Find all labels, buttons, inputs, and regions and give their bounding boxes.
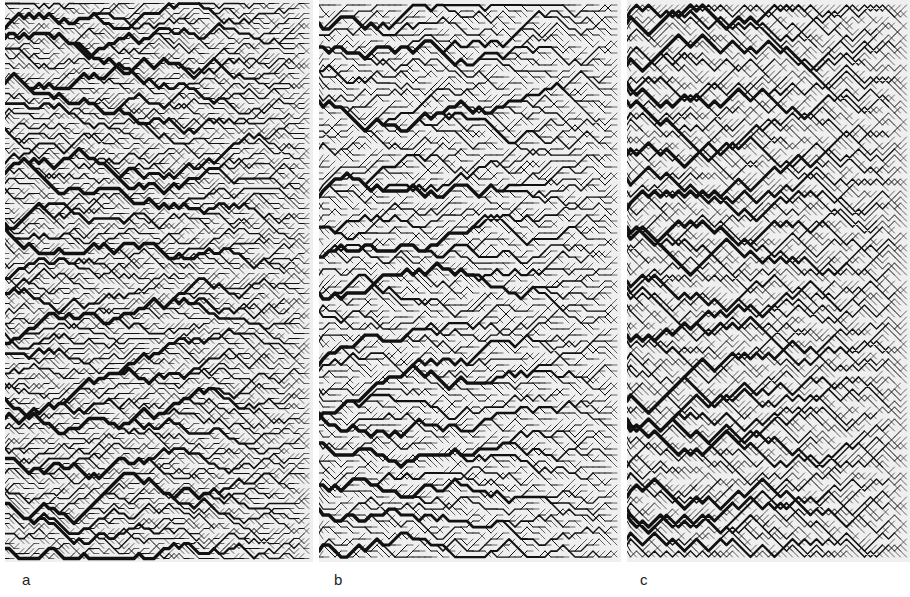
panel-ground	[319, 0, 621, 562]
channel-segments	[627, 5, 907, 557]
channel-segments	[627, 5, 847, 557]
panel-letter: c	[640, 572, 648, 587]
channel-segments	[319, 5, 611, 557]
panel-letter: a	[22, 572, 30, 587]
drainage-network-b	[319, 0, 621, 562]
channel-segments	[319, 5, 593, 557]
channel-segments	[627, 5, 901, 557]
channel-segments	[319, 5, 587, 557]
channel-segments	[319, 5, 605, 557]
panel-ground	[5, 0, 313, 562]
channel-segments	[5, 14, 209, 559]
channel-segments	[323, 23, 521, 545]
channel-segments	[627, 5, 721, 497]
drainage-network-a	[5, 0, 313, 562]
channel-segments	[627, 5, 895, 557]
channel-segments	[319, 5, 617, 557]
panel-letter: b	[334, 572, 342, 587]
panel-ground	[627, 0, 910, 562]
channel-segments	[627, 5, 865, 551]
drainage-network-c	[627, 0, 910, 562]
channel-segments	[5, 4, 309, 559]
channel-segments	[5, 4, 274, 559]
channel-segments	[627, 5, 883, 557]
channel-segments	[335, 5, 563, 551]
channel-segments	[319, 17, 485, 551]
channel-segments	[353, 5, 533, 545]
channel-segments	[5, 4, 299, 559]
channel-segments	[627, 5, 811, 551]
channel-segments	[5, 4, 304, 559]
channel-segments	[5, 4, 294, 559]
channel-segments	[5, 9, 224, 554]
channel-segments	[319, 5, 575, 557]
